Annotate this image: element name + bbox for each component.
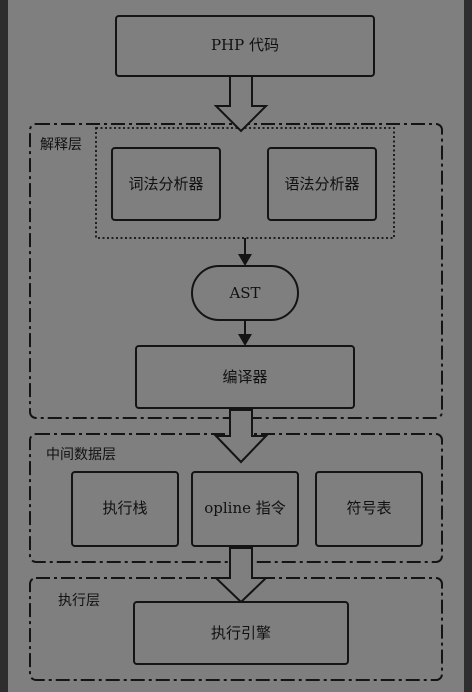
parser-box (267, 147, 377, 221)
php-code-label: PHP 代码 (211, 36, 279, 54)
compiler-label: 编译器 (222, 368, 267, 386)
compiler-box (135, 345, 355, 409)
middle-data-layer-label: 中间数据层 (46, 447, 116, 463)
parser-label: 语法分析器 (284, 175, 359, 193)
exec-stack-label: 执行栈 (102, 499, 147, 517)
opline-box (191, 471, 299, 547)
execution-layer-label: 执行层 (58, 593, 100, 609)
lexer-box (111, 147, 221, 221)
interpret-layer-label: 解释层 (40, 137, 82, 153)
arrow-head-ast-to-compiler (238, 334, 252, 346)
engine-label: 执行引擎 (211, 624, 271, 642)
hollow-arrow-middle-to-execution (213, 547, 269, 604)
arrow-head-group-to-ast (238, 254, 252, 266)
ast-label: AST (228, 284, 260, 302)
symbol-table-box (315, 471, 423, 547)
engine-box (133, 601, 349, 665)
symbol-table-label: 符号表 (346, 499, 391, 517)
hollow-arrow-php-to-interpret (213, 75, 269, 133)
php-code-box (115, 15, 375, 77)
lexer-label: 词法分析器 (128, 175, 203, 193)
exec-stack-box (71, 471, 179, 547)
hollow-arrow-interpret-to-middle (213, 409, 269, 464)
opline-label: opline 指令 (204, 499, 286, 517)
